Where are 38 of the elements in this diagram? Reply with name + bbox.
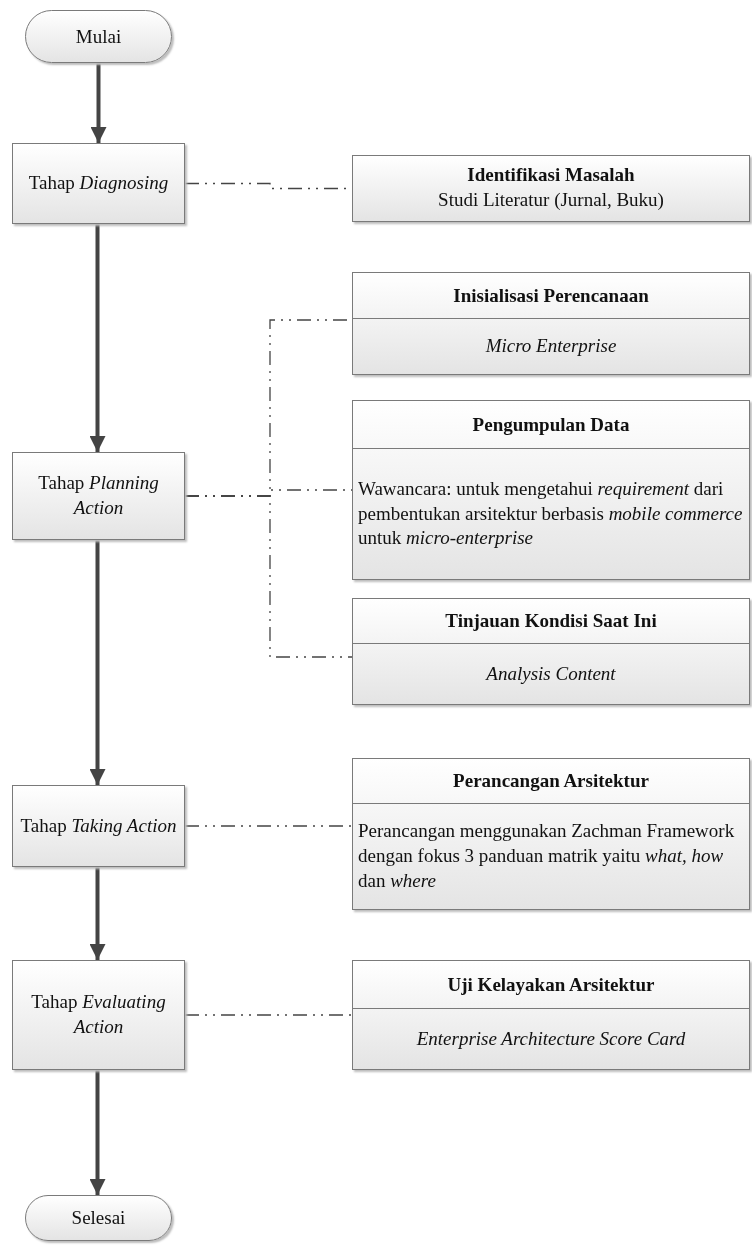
info-card	[352, 960, 750, 1070]
step-label: Tahap Diagnosing	[28, 171, 169, 196]
card-heading: Tinjauan Kondisi Saat Ini	[353, 599, 749, 644]
connector-line	[184, 1014, 353, 1016]
step-label: Mulai	[75, 25, 122, 48]
terminal-pill	[25, 1195, 172, 1241]
info-card	[352, 272, 750, 375]
process-box	[12, 452, 185, 540]
card-text: Enterprise Architecture Score Card	[415, 1026, 687, 1051]
terminal-pill	[25, 10, 172, 63]
step-label: Tahap Taking Action	[20, 813, 177, 838]
step-label: Tahap Planning Action	[37, 471, 160, 520]
flow-arrow	[89, 224, 106, 452]
process-box	[12, 785, 185, 867]
card-heading: Pengumpulan Data	[353, 401, 749, 449]
card-text: Studi Literatur (Jurnal, Buku)	[437, 188, 665, 213]
flow-arrow	[90, 63, 107, 143]
info-card	[352, 155, 750, 222]
card-text: Perancangan menggunakan Zachman Framework dengan fokus 3 panduan matrik yaitu what, how dan where	[358, 819, 736, 893]
process-box	[12, 960, 185, 1070]
info-card	[352, 598, 750, 705]
process-box	[12, 143, 185, 224]
card-text: Analysis Content	[484, 661, 617, 686]
card-heading: Identifikasi Masalah	[466, 164, 636, 188]
flow-arrow	[89, 540, 106, 785]
flow-arrow	[89, 1070, 106, 1195]
info-card	[352, 400, 750, 580]
card-text: Wawancara: untuk mengetahui requirement dari pembentukan arsitektur berbasis mobile commerce untuk micro-enterprise	[358, 476, 744, 551]
info-card	[352, 758, 750, 910]
step-label: Tahap Evaluating Action	[30, 990, 167, 1039]
connector-line	[184, 495, 353, 658]
card-heading: Perancangan Arsitektur	[353, 759, 749, 804]
card-heading: Uji Kelayakan Arsitektur	[353, 961, 749, 1009]
flow-arrow	[89, 867, 106, 960]
card-text: Micro Enterprise	[484, 334, 618, 359]
step-label: Selesai	[71, 1207, 126, 1229]
card-heading: Inisialisasi Perencanaan	[353, 273, 749, 319]
connector-line	[184, 825, 353, 827]
